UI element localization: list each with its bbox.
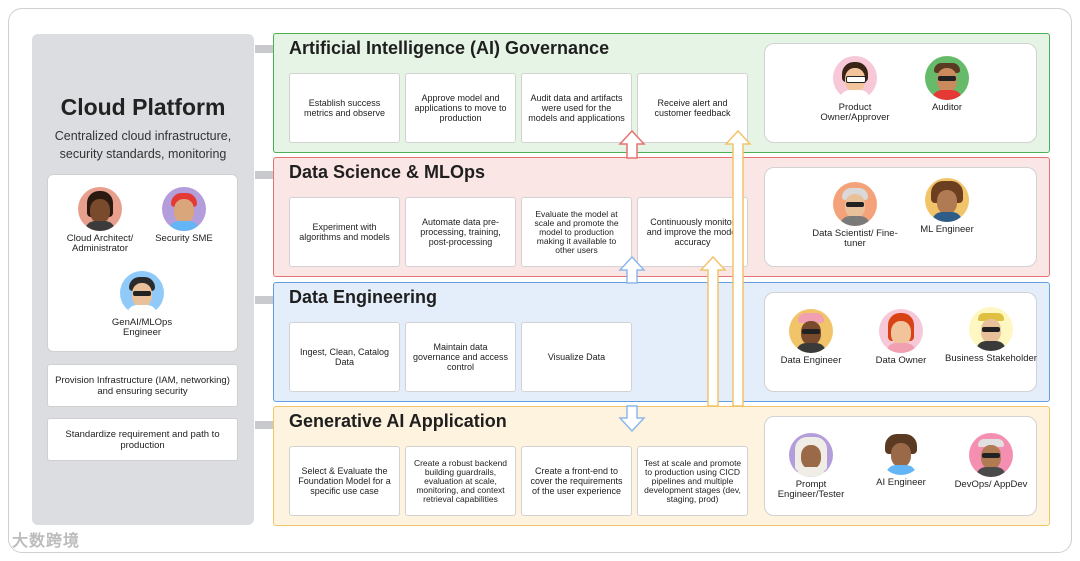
task-card: Experiment with algorithms and models: [289, 197, 400, 267]
task-card: Test at scale and promote to production …: [637, 446, 748, 516]
task-card: Ingest, Clean, Catalog Data: [289, 322, 400, 392]
person-ai-engineer: AI Engineer: [855, 431, 947, 488]
task-card: Create a front-end to cover the requirem…: [521, 446, 632, 516]
person-avatar-icon: [789, 433, 833, 477]
section-generative-ai-application: Generative AI Application Select & Evalu…: [273, 406, 1050, 526]
section-data-science-mlops: Data Science & MLOps Experiment with alg…: [273, 157, 1050, 277]
section-title: Data Science & MLOps: [289, 162, 486, 182]
person-avatar-icon: [925, 178, 969, 222]
roles-card: Data Scientist/ Fine-tuner ML Engineer: [764, 167, 1037, 267]
person-label: AI Engineer: [876, 477, 926, 488]
section-data-engineering: Data Engineering Ingest, Clean, Catalog …: [273, 282, 1050, 402]
roles-card: Prompt Engineer/Tester AI Engineer DevOp…: [764, 416, 1037, 516]
section-title: Generative AI Application: [289, 411, 507, 431]
person-avatar-icon: [833, 182, 877, 226]
person-data-owner: Data Owner: [855, 309, 947, 366]
person-label: Cloud Architect/ Administrator: [66, 233, 134, 254]
watermark: 大数跨境: [12, 533, 81, 550]
cloud-platform-title: Cloud Platform: [60, 94, 226, 120]
person-label: Security SME: [155, 233, 213, 244]
task-card: Continuously monitor and improve the mod…: [637, 197, 748, 267]
person-label: Data Engineer: [780, 355, 842, 366]
person-cloud-architect: Cloud Architect/ Administrator: [54, 187, 146, 254]
task-card: Establish success metrics and observe: [289, 73, 400, 143]
person-label: Business Stakeholder: [945, 353, 1037, 364]
person-avatar-icon: [925, 56, 969, 100]
cloud-people-card: Cloud Architect/ Administrator Security …: [47, 174, 238, 352]
task-card: Audit data and artifacts were used for t…: [521, 73, 632, 143]
task-card: Maintain data governance and access cont…: [405, 322, 516, 392]
person-avatar-icon: [78, 187, 122, 231]
person-security-sme: Security SME: [138, 187, 230, 244]
cloud-task-box: Standardize requirement and path to prod…: [47, 418, 238, 461]
cloud-task-box: Provision Infrastructure (IAM, networkin…: [47, 364, 238, 407]
person-avatar-icon: [879, 431, 923, 475]
person-label: DevOps/ AppDev: [954, 479, 1028, 490]
person-label: ML Engineer: [920, 224, 974, 235]
person-label: GenAI/MLOps Engineer: [111, 317, 173, 338]
task-card: Create a robust backend building guardra…: [405, 446, 516, 516]
roles-card: Product Owner/Approver Auditor: [764, 43, 1037, 143]
person-devops-appdev: DevOps/ AppDev: [945, 433, 1037, 490]
person-avatar-icon: [120, 271, 164, 315]
person-avatar-icon: [969, 433, 1013, 477]
roles-card: Data Engineer Data Owner Business Stakeh…: [764, 292, 1037, 392]
section-title: Data Engineering: [289, 287, 438, 307]
person-label: Product Owner/Approver: [820, 102, 890, 123]
person-label: Prompt Engineer/Tester: [777, 479, 845, 500]
cloud-platform-subtitle: Centralized cloud infrastructure, securi…: [54, 129, 232, 161]
person-ml-engineer: ML Engineer: [901, 178, 993, 235]
task-card: Evaluate the model at scale and promote …: [521, 197, 632, 267]
person-label: Data Owner: [875, 355, 927, 366]
person-avatar-icon: [162, 187, 206, 231]
person-avatar-icon: [879, 309, 923, 353]
person-data-engineer: Data Engineer: [765, 309, 857, 366]
task-card: Select & Evaluate the Foundation Model f…: [289, 446, 400, 516]
person-data-scientist: Data Scientist/ Fine-tuner: [809, 182, 901, 249]
section-title: Artificial Intelligence (AI) Governance: [289, 38, 610, 58]
person-genai-mlops-engineer: GenAI/MLOps Engineer: [96, 271, 188, 338]
person-business-stakeholder: Business Stakeholder: [945, 307, 1037, 364]
person-avatar-icon: [833, 56, 877, 100]
person-avatar-icon: [789, 309, 833, 353]
task-card: Receive alert and customer feedback: [637, 73, 748, 143]
task-card: Approve model and applications to move t…: [405, 73, 516, 143]
person-label: Data Scientist/ Fine-tuner: [812, 228, 898, 249]
section-ai-governance: Artificial Intelligence (AI) Governance …: [273, 33, 1050, 153]
person-label: Auditor: [931, 102, 963, 113]
person-auditor: Auditor: [901, 56, 993, 113]
task-card: Visualize Data: [521, 322, 632, 392]
person-product-owner: Product Owner/Approver: [809, 56, 901, 123]
task-card: Automate data pre-processing, training, …: [405, 197, 516, 267]
person-avatar-icon: [969, 307, 1013, 351]
person-prompt-engineer: Prompt Engineer/Tester: [765, 433, 857, 500]
